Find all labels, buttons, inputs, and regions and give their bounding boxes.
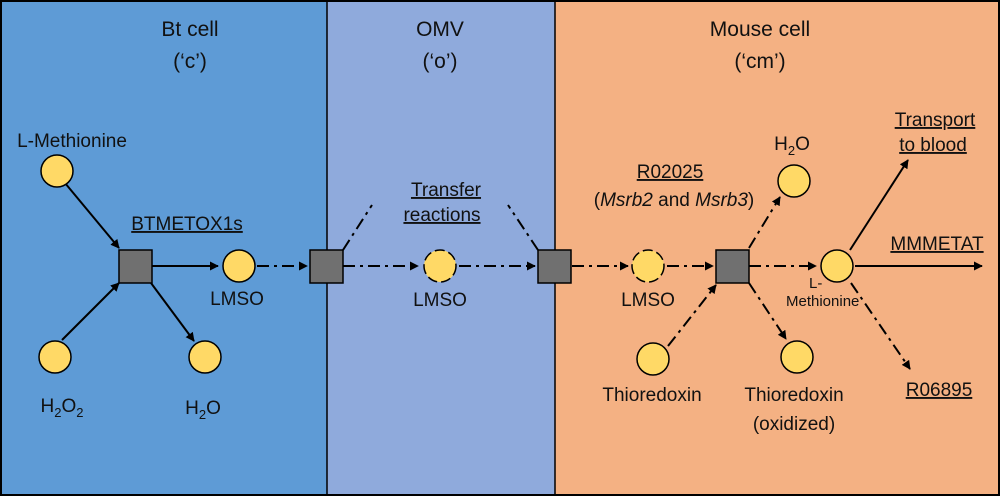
metabolite-nodes (38, 154, 854, 376)
edge-transfer1-dash-up (342, 204, 373, 251)
h2o2-node[interactable] (38, 340, 72, 374)
edge-h2o2-to-btmetox (61, 282, 120, 341)
lmso-o-node[interactable] (423, 249, 457, 283)
lmet-cm-label-line2: Methionine (786, 293, 859, 310)
lmso-cm-node[interactable] (631, 249, 665, 283)
thioredoxin-label: Thioredoxin (602, 385, 701, 406)
edge-lmet-to-btmetox (64, 182, 120, 249)
lmet-cm-node[interactable] (820, 249, 854, 283)
r02025-label[interactable]: R02025 (637, 162, 704, 183)
mouse-cell-code: (‘cm’) (734, 50, 785, 73)
thioredoxin-ox-node[interactable] (780, 340, 814, 374)
edge-transfer2-dash-up (507, 204, 539, 251)
lmet-c-node[interactable] (40, 154, 74, 188)
bt-cell-title: Bt cell (161, 18, 218, 41)
omv-code: (‘o’) (423, 50, 458, 73)
transfer-label-line1[interactable]: Transfer (411, 180, 482, 201)
lmso-c-label: LMSO (210, 289, 264, 310)
h2o-cm-label: H2O (774, 134, 810, 158)
bt-cell-code: (‘c’) (173, 50, 207, 73)
r02025-genes: (Msrb2 and Msrb3) (594, 190, 755, 211)
lmso-c-node[interactable] (222, 249, 256, 283)
lmet-c-label: L-Methionine (17, 131, 127, 152)
h2o-cm-node[interactable] (777, 164, 811, 198)
bt-cell-compartment (0, 0, 327, 496)
lmet-cm-label-line1: L- (809, 275, 822, 292)
thioredoxin-ox-label-line2: (oxidized) (753, 414, 835, 435)
r02025-node[interactable] (715, 249, 750, 284)
edges-bt (61, 182, 219, 342)
transport-label-line2[interactable]: to blood (899, 135, 967, 156)
btmetox-node[interactable] (118, 249, 153, 284)
transfer-node-2[interactable] (537, 249, 572, 284)
edge-lmet-cm-to-transport (849, 159, 909, 251)
omv-compartment (327, 0, 555, 496)
lmso-cm-label: LMSO (621, 290, 675, 311)
transfer-label-line2[interactable]: reactions (403, 205, 480, 226)
reaction-nodes (118, 249, 750, 284)
h2o-c-node[interactable] (188, 340, 222, 374)
btmetox-label[interactable]: BTMETOX1s (131, 214, 243, 235)
edge-btmetox-to-h2o (150, 282, 195, 342)
edge-r02025-to-thioredoxin-ox (748, 282, 787, 340)
transport-label-line1[interactable]: Transport (895, 110, 976, 131)
mouse-cell-compartment (555, 0, 1000, 496)
edge-lmet-cm-to-r06895 (850, 282, 911, 370)
h2o-c-label: H2O (185, 398, 221, 422)
edges-mouse-exit (849, 159, 983, 271)
edge-r02025-to-h2o (748, 196, 781, 249)
mmmetat-label[interactable]: MMMETAT (890, 234, 984, 255)
h2o2-label: H2O2 (41, 396, 84, 420)
transfer-node-1[interactable] (309, 249, 344, 284)
omv-title: OMV (416, 18, 464, 41)
thioredoxin-ox-label-line1: Thioredoxin (744, 385, 843, 406)
mouse-cell-title: Mouse cell (710, 18, 810, 41)
r06895-label[interactable]: R06895 (906, 380, 973, 401)
thioredoxin-node[interactable] (636, 342, 670, 376)
edges-dashdot (257, 196, 911, 370)
lmso-o-label: LMSO (413, 290, 467, 311)
